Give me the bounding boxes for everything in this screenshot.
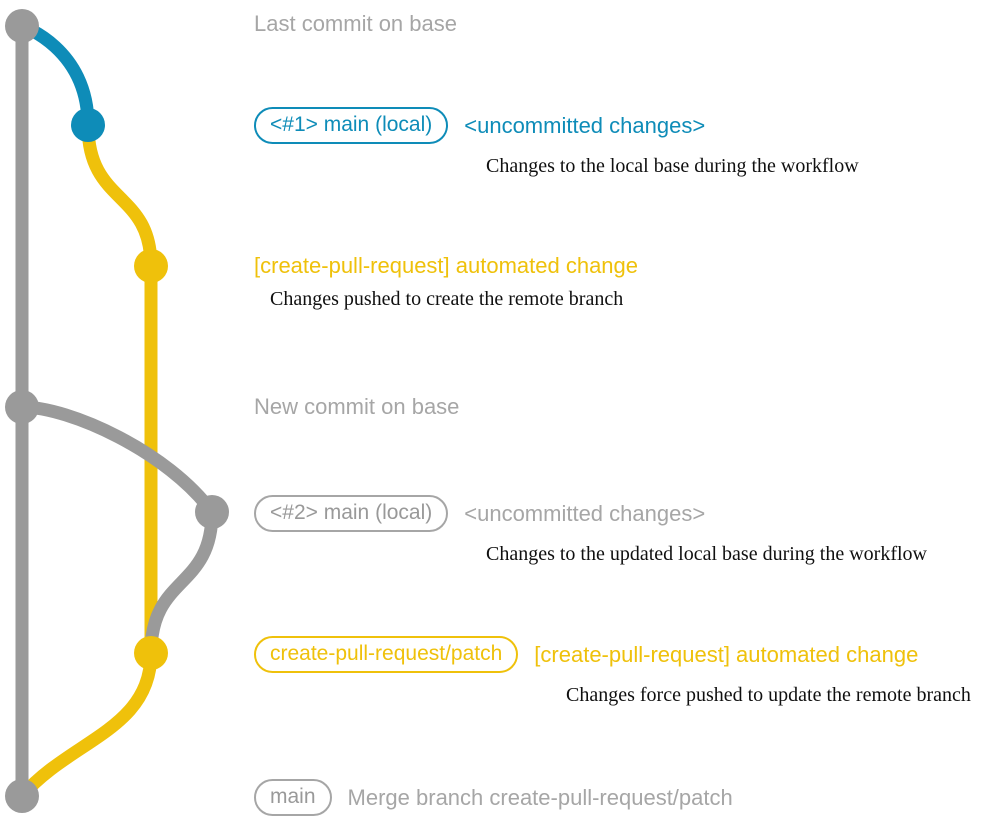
commit-row-header: New commit on base [254,396,459,418]
commit-row-last-commit-on-base: Last commit on base [254,13,457,35]
commit-row-new-commit-on-base: New commit on base [254,396,459,418]
edge-pr-2-to-merge [15,646,158,803]
commit-row-header: [create-pull-request] automated change [254,255,638,277]
commit-subject: <uncommitted changes> [464,500,706,526]
branch-badge-main-local-1[interactable]: <#1> main (local) [254,107,449,144]
branch-badge-main[interactable]: main [254,779,332,816]
commit-subject: Merge branch create-pull-request/patch [347,784,733,810]
node-pr-commit-1[interactable] [134,249,168,283]
commit-subject: [create-pull-request] automated change [254,253,639,278]
commit-row-header: main Merge branch create-pull-request/pa… [254,779,733,816]
commit-row-create-pull-request-automated-change-1: [create-pull-request] automated change C… [254,255,638,310]
commit-row-commit-2-local: <#2> main (local) <uncommitted changes> … [254,495,927,564]
commit-body: Changes force pushed to update the remot… [566,684,971,706]
commit-subject: New commit on base [254,394,460,419]
node-pr-commit-2[interactable] [134,636,168,670]
edge-base-to-local-2 [15,400,219,519]
commit-body: Changes to the local base during the wor… [486,155,859,177]
commit-subject: <uncommitted changes> [464,112,706,138]
commit-subject: [create-pull-request] automated change [534,641,919,667]
commit-row-header: <#1> main (local) <uncommitted changes> [254,107,705,144]
commit-row-header: Last commit on base [254,13,457,35]
commit-row-create-pull-request-patch: create-pull-request/patch [create-pull-r… [254,636,971,705]
commit-body: Changes to the updated local base during… [486,543,927,565]
edge-local-1-to-pr-1 [81,118,158,273]
commit-row-commit-1-local: <#1> main (local) <uncommitted changes> … [254,107,859,176]
branch-badge-create-pull-request-patch[interactable]: create-pull-request/patch [254,636,519,673]
commit-row-header: create-pull-request/patch [create-pull-r… [254,636,918,673]
node-base-new-commit[interactable] [5,390,39,424]
node-base-head[interactable] [5,9,39,43]
edge-base-to-local-1 [15,19,95,132]
commit-subject: Last commit on base [254,11,457,36]
node-merge-main[interactable] [5,779,39,813]
branch-badge-main-local-2[interactable]: <#2> main (local) [254,495,449,532]
commit-row-header: <#2> main (local) <uncommitted changes> [254,495,705,532]
commit-row-merge-main: main Merge branch create-pull-request/pa… [254,779,733,816]
edge-local-2-to-pr-2 [144,505,219,660]
node-local-commit-2[interactable] [195,495,229,529]
commit-body: Changes pushed to create the remote bran… [270,288,624,310]
node-local-commit-1[interactable] [71,108,105,142]
